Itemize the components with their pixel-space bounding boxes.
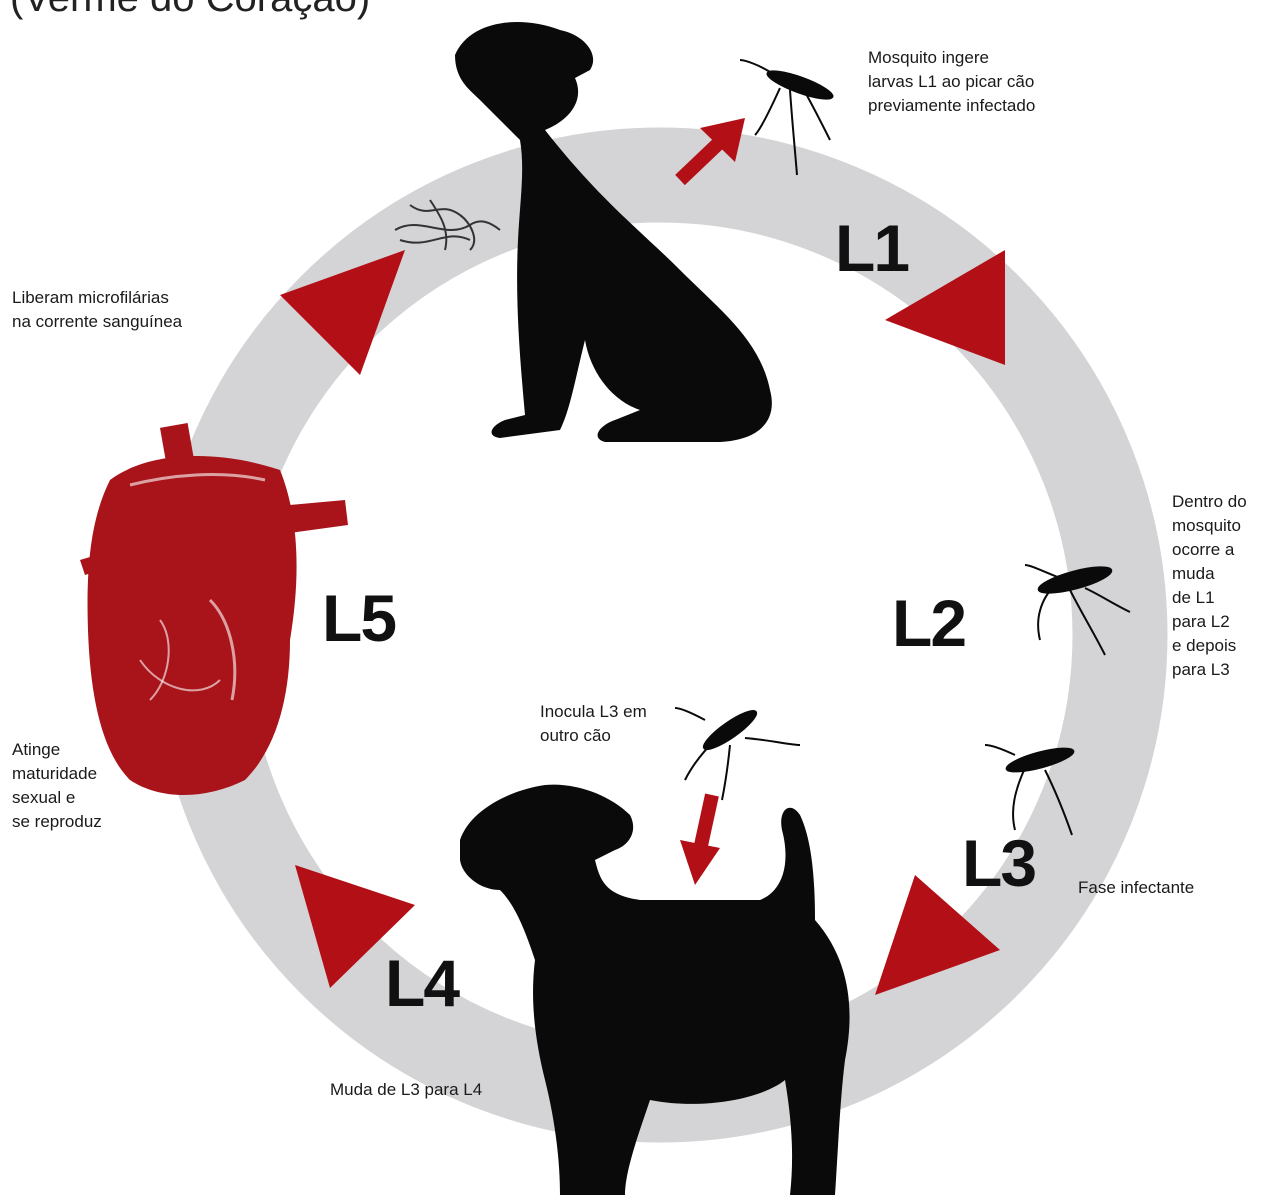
note-infective-phase: Fase infectante — [1078, 876, 1194, 900]
stage-label-l4: L4 — [385, 950, 458, 1016]
note-inoculates: Inocula L3 em outro cão — [540, 700, 647, 748]
note-mosquito-ingests: Mosquito ingere larvas L1 ao picar cão p… — [868, 46, 1035, 118]
note-release-microfilariae: Liberam microfilárias na corrente sanguí… — [12, 286, 182, 334]
note-inside-mosquito: Dentro do mosquito ocorre a muda de L1 p… — [1172, 490, 1247, 682]
mosquito-icon — [675, 705, 800, 800]
stage-label-l1: L1 — [835, 215, 908, 281]
note-molt-l3-l4: Muda de L3 para L4 — [330, 1078, 482, 1102]
stage-label-l3: L3 — [962, 830, 1035, 896]
stage-label-l2: L2 — [892, 590, 965, 656]
note-sexual-maturity: Atinge maturidade sexual e se reproduz — [12, 738, 102, 834]
inoculate-arrow-icon — [680, 795, 720, 885]
stage-label-l5: L5 — [322, 585, 395, 651]
heart-icon — [80, 423, 348, 795]
